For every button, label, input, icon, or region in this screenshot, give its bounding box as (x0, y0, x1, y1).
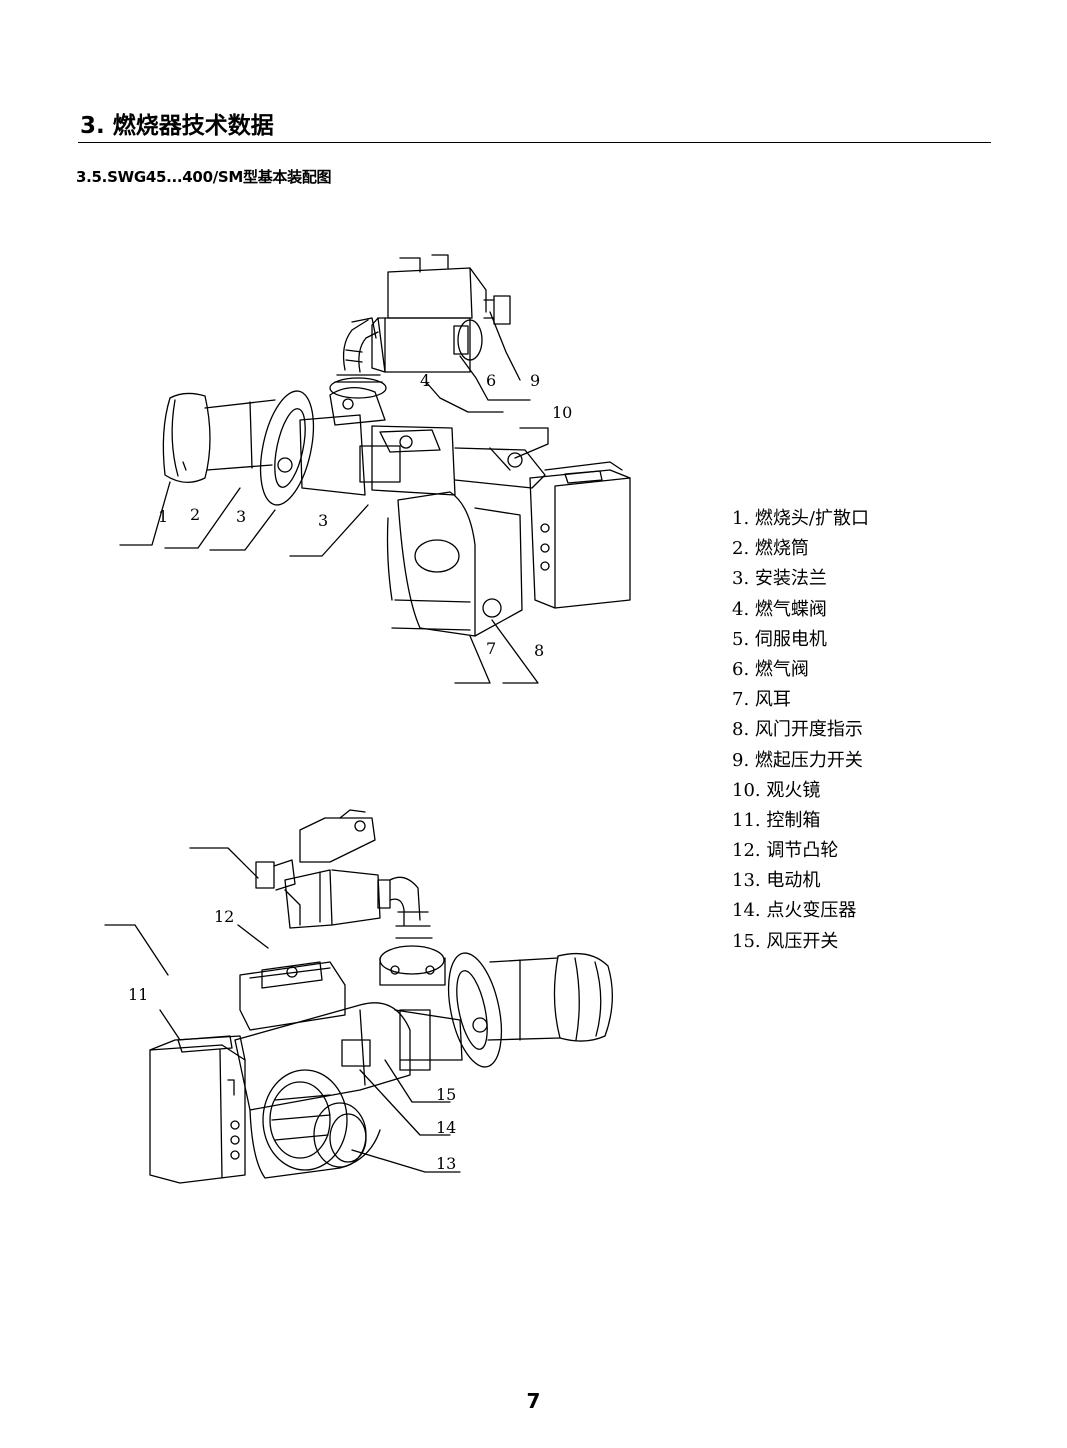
list-item: 7. 风耳 (732, 689, 791, 711)
page-number: 7 (526, 1389, 541, 1413)
callout-bottom-15: 15 (436, 1085, 456, 1104)
section-title: 3. 燃烧器技术数据 (80, 113, 274, 139)
top-assembly-drawing: 1 2 3 3 4 6 9 10 7 8 (119, 254, 631, 684)
callout-top-3a: 3 (236, 507, 246, 526)
callout-top-3b: 3 (318, 511, 328, 530)
parts-legend: 1. 燃烧头/扩散口 2. 燃烧筒 3. 安装法兰 4. 燃气蝶阀 5. 伺服电… (732, 504, 869, 957)
list-item: 15. 风压开关 (732, 930, 839, 952)
list-item: 8. 风门开度指示 (732, 719, 863, 741)
heading-rule (78, 142, 991, 143)
list-item: 2. 燃烧筒 (732, 538, 809, 560)
bottom-assembly-drawing: 12 11 15 14 13 (104, 809, 613, 1184)
callout-top-7: 7 (486, 639, 496, 658)
callout-bottom-11: 11 (128, 985, 148, 1004)
callout-top-1: 1 (158, 507, 168, 526)
list-item: 4. 燃气蝶阀 (732, 598, 827, 620)
list-item: 10. 观火镜 (732, 779, 821, 801)
callout-top-9: 9 (530, 371, 540, 390)
callout-top-8: 8 (534, 641, 544, 660)
callout-top-10: 10 (552, 403, 572, 422)
callout-top-4: 4 (420, 371, 430, 390)
callout-top-2: 2 (190, 505, 200, 524)
list-item: 12. 调节凸轮 (732, 840, 839, 862)
list-item: 13. 电动机 (732, 870, 821, 892)
list-item: 9. 燃起压力开关 (732, 749, 863, 771)
list-item: 3. 安装法兰 (732, 568, 827, 590)
subsection-title: 3.5.SWG45...400/SM型基本装配图 (76, 168, 332, 186)
callout-bottom-12: 12 (214, 907, 234, 926)
callout-bottom-14: 14 (436, 1118, 456, 1137)
list-item: 6. 燃气阀 (732, 658, 809, 680)
list-item: 5. 伺服电机 (732, 628, 827, 650)
list-item: 11. 控制箱 (732, 809, 821, 831)
list-item: 1. 燃烧头/扩散口 (732, 508, 869, 529)
list-item: 14. 点火变压器 (732, 900, 857, 922)
callout-top-6: 6 (486, 371, 496, 390)
callout-bottom-13: 13 (436, 1154, 456, 1173)
